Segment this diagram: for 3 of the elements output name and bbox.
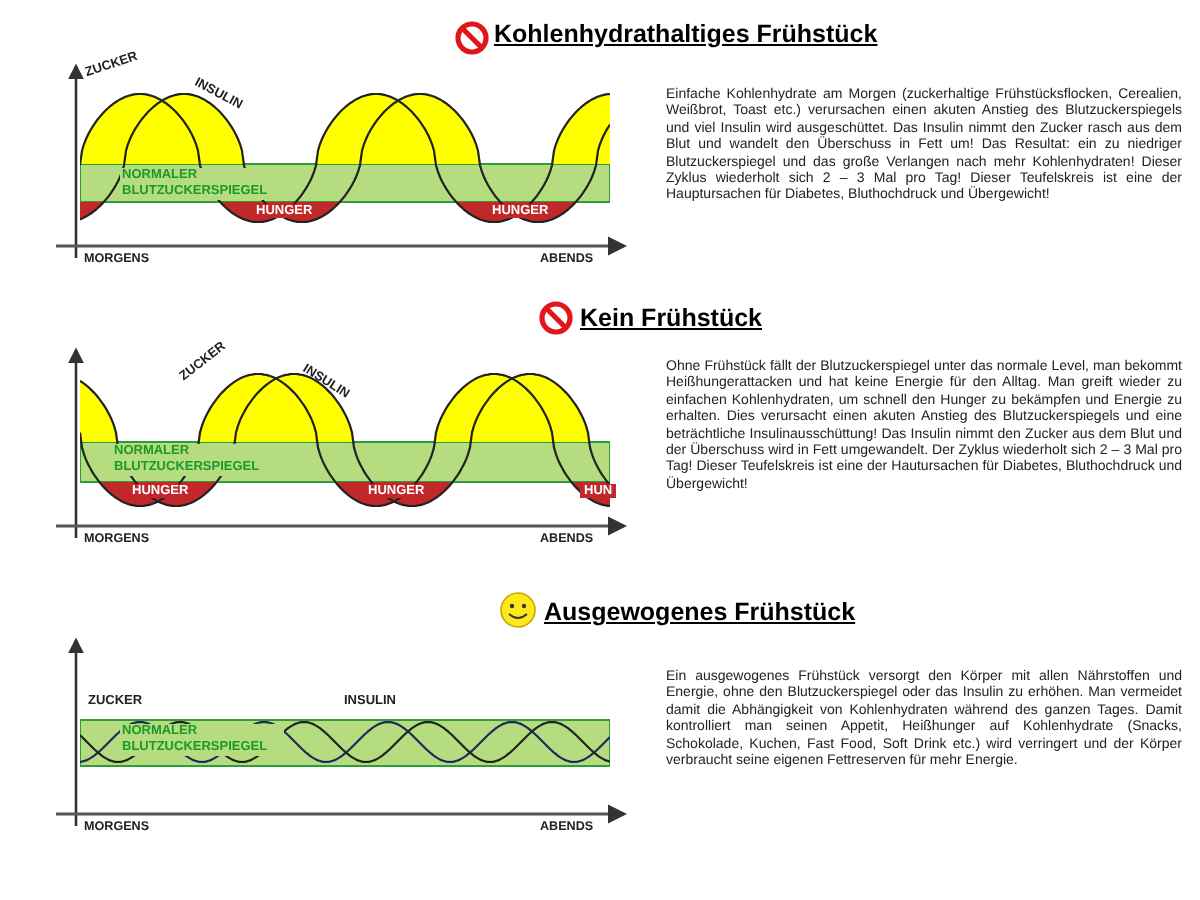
panel-heading: Kohlenhydrathaltiges Frühstück xyxy=(494,20,878,48)
panel-heading: Ausgewogenes Frühstück xyxy=(544,598,856,626)
panel-heading: Kein Frühstück xyxy=(580,304,762,332)
